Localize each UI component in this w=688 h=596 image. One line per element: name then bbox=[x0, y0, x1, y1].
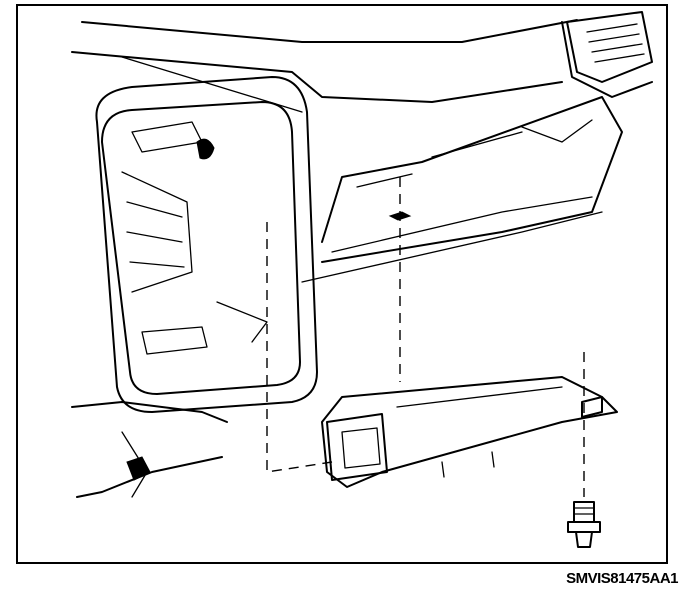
knee-bolster-duct bbox=[321, 376, 618, 488]
dash-lower-panel-diagram bbox=[71, 11, 653, 548]
left-lower-trim bbox=[71, 401, 228, 498]
ac-vent bbox=[561, 11, 653, 98]
dash-top-edge bbox=[71, 19, 578, 113]
alignment-leaders bbox=[266, 177, 585, 497]
cluster-opening bbox=[95, 76, 318, 413]
figure-caption: SMVIS81475AA1 bbox=[566, 570, 678, 587]
fastener-screw bbox=[567, 501, 601, 548]
diagram-frame bbox=[16, 4, 668, 564]
lower-dash-panel bbox=[301, 96, 623, 283]
